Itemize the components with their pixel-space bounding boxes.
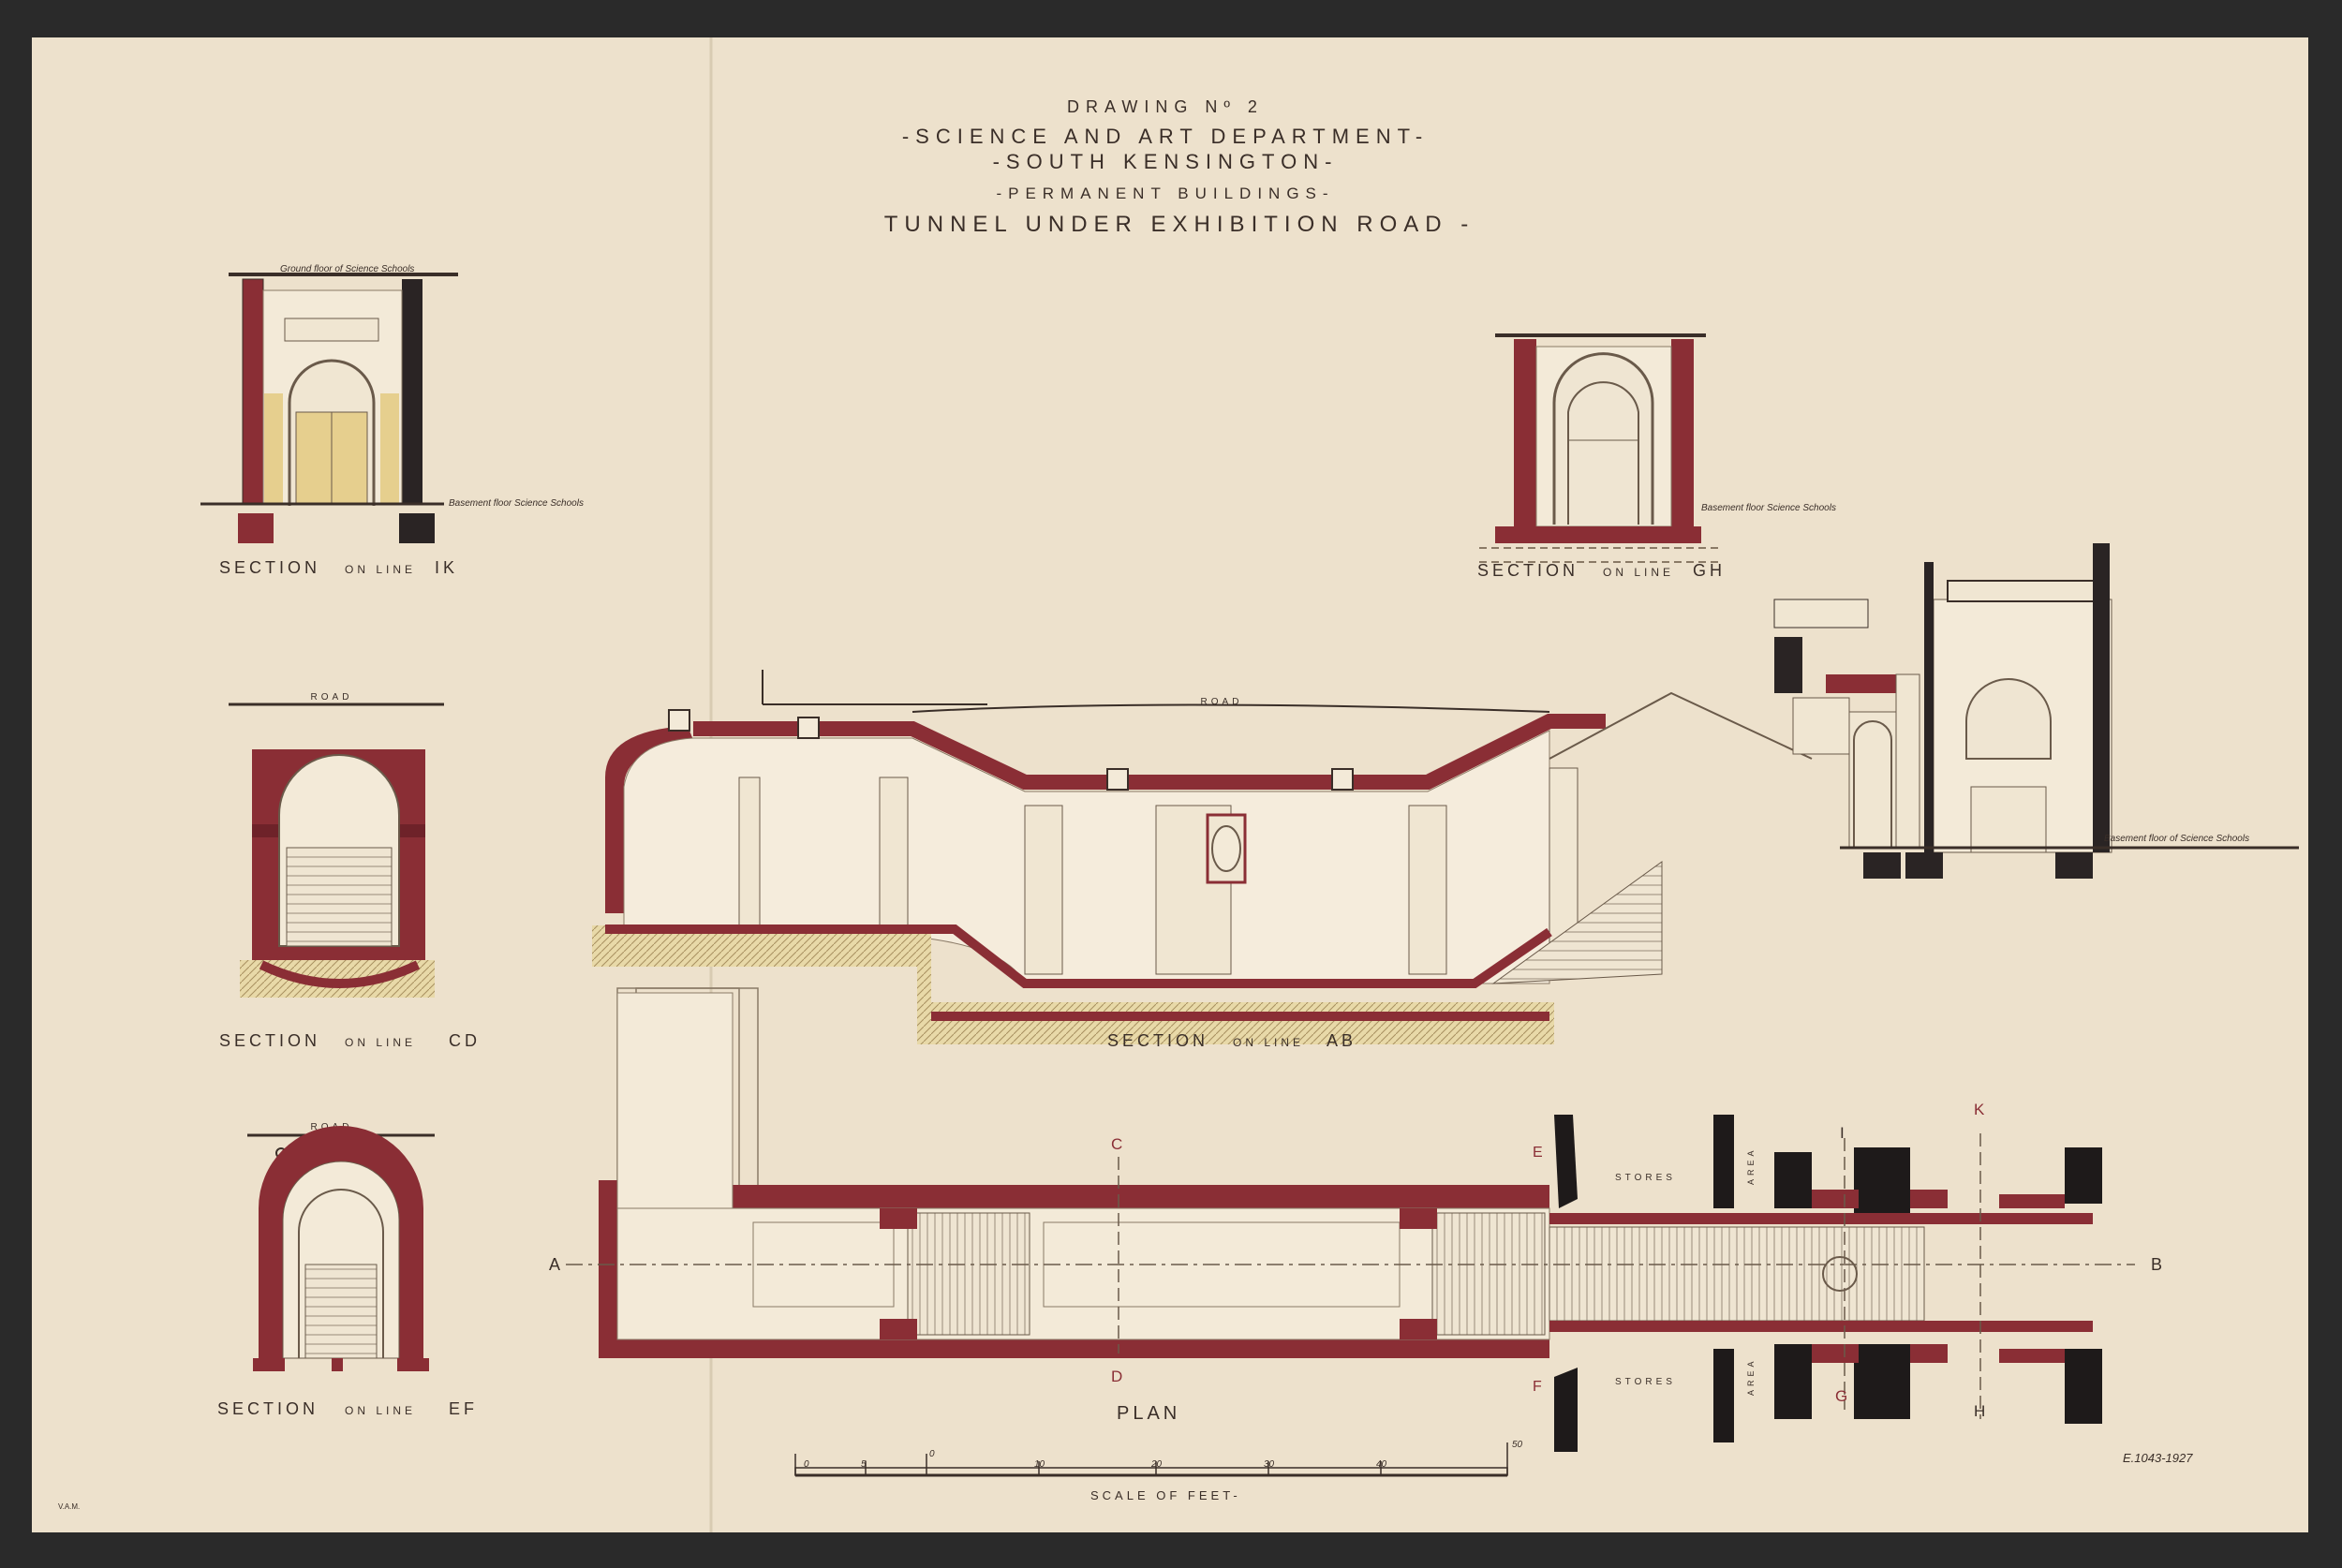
drawing-number: DRAWING Nº 2: [1067, 97, 1264, 116]
svg-text:ON LINE: ON LINE: [1603, 566, 1674, 579]
section-ab-drawing: ROAD: [592, 543, 2299, 1044]
svg-text:0: 0: [929, 1449, 935, 1459]
svg-text:20: 20: [1150, 1459, 1163, 1470]
marker-c: C: [1111, 1135, 1122, 1153]
svg-text:0: 0: [804, 1459, 809, 1470]
svg-text:ROAD: ROAD: [1201, 697, 1243, 707]
svg-text:SECTION: SECTION: [1477, 561, 1579, 580]
marker-g: G: [1835, 1387, 1847, 1405]
section-ef-caption: SECTION ON LINE EF: [217, 1399, 478, 1418]
svg-text:ON LINE: ON LINE: [345, 1036, 416, 1049]
section-ef-drawing: ROAD: [247, 1122, 435, 1371]
title-line-3: -PERMANENT BUILDINGS-: [996, 185, 1334, 202]
ik-note-top: Ground floor of Science Schools: [280, 264, 414, 274]
svg-text:AREA: AREA: [1746, 1357, 1756, 1396]
svg-text:STORES: STORES: [1615, 1173, 1676, 1183]
section-ik-caption: SECTION ON LINE IK: [219, 558, 458, 577]
marker-d: D: [1111, 1368, 1122, 1385]
svg-text:50: 50: [1512, 1440, 1523, 1450]
title-line-1: -SCIENCE AND ART DEPARTMENT-: [902, 125, 1429, 148]
marker-k: K: [1974, 1101, 1985, 1118]
scale-label: SCALE OF FEET-: [1090, 1488, 1241, 1502]
section-ik-drawing: Ground floor of Science Schools Basement…: [200, 264, 584, 543]
marker-e: E: [1533, 1145, 1543, 1161]
svg-text:ON LINE: ON LINE: [345, 1404, 416, 1417]
section-ab-caption: SECTION ON LINE AB: [1107, 1031, 1356, 1050]
svg-text:SECTION: SECTION: [219, 558, 320, 577]
plan-drawing: STORES STORES AREA AREA A B C D E F G H …: [549, 987, 2162, 1452]
svg-text:10: 10: [1034, 1459, 1045, 1470]
architectural-drawing: DRAWING Nº 2 -SCIENCE AND ART DEPARTMENT…: [58, 37, 2299, 1532]
section-gh-drawing: Basement floor Science Schools: [1479, 333, 1836, 563]
svg-text:SECTION: SECTION: [1107, 1031, 1208, 1050]
section-cd-caption: SECTION ON LINE CD: [219, 1031, 481, 1050]
svg-text:5: 5: [861, 1459, 867, 1470]
svg-text:CD: CD: [449, 1031, 481, 1050]
drawing-sheet: DRAWING Nº 2 -SCIENCE AND ART DEPARTMENT…: [32, 37, 2308, 1532]
plan-caption: PLAN: [1117, 1403, 1180, 1424]
svg-text:30: 30: [1264, 1459, 1275, 1470]
scale-bar: 0 5 0 10 20 30 40 50 SCALE OF FEET-: [794, 1440, 1523, 1502]
gh-note: Basement floor Science Schools: [1701, 503, 1836, 513]
marker-a: A: [549, 1255, 560, 1274]
svg-text:SECTION: SECTION: [219, 1031, 320, 1050]
svg-text:GH: GH: [1693, 561, 1726, 580]
svg-text:IK: IK: [435, 558, 458, 577]
marker-h: H: [1974, 1402, 1985, 1420]
title-line-2: -SOUTH KENSINGTON-: [993, 150, 1339, 173]
svg-text:EF: EF: [449, 1399, 478, 1418]
svg-text:ROAD: ROAD: [311, 692, 353, 703]
marker-f: F: [1533, 1379, 1542, 1395]
section-gh-caption: SECTION ON LINE GH: [1477, 561, 1726, 580]
svg-text:SECTION: SECTION: [217, 1399, 319, 1418]
section-cd-drawing: ROAD: [229, 692, 444, 998]
marker-i: I: [1840, 1124, 1845, 1142]
svg-text:STORES: STORES: [1615, 1377, 1676, 1387]
vam-stamp: V.A.M.: [58, 1502, 80, 1511]
svg-text:40: 40: [1376, 1459, 1387, 1470]
svg-text:ON LINE: ON LINE: [1233, 1036, 1304, 1049]
marker-b: B: [2151, 1255, 2162, 1274]
svg-text:AREA: AREA: [1746, 1146, 1756, 1185]
svg-text:ON LINE: ON LINE: [345, 563, 416, 576]
catalogue-number: E.1043-1927: [2123, 1451, 2193, 1465]
ab-note: Basement floor of Science Schools: [2104, 834, 2249, 844]
title-line-4: TUNNEL UNDER EXHIBITION ROAD -: [884, 212, 1475, 237]
title-block: DRAWING Nº 2 -SCIENCE AND ART DEPARTMENT…: [884, 97, 1475, 237]
ik-note-bottom: Basement floor Science Schools: [449, 498, 584, 509]
svg-text:AB: AB: [1327, 1031, 1356, 1050]
